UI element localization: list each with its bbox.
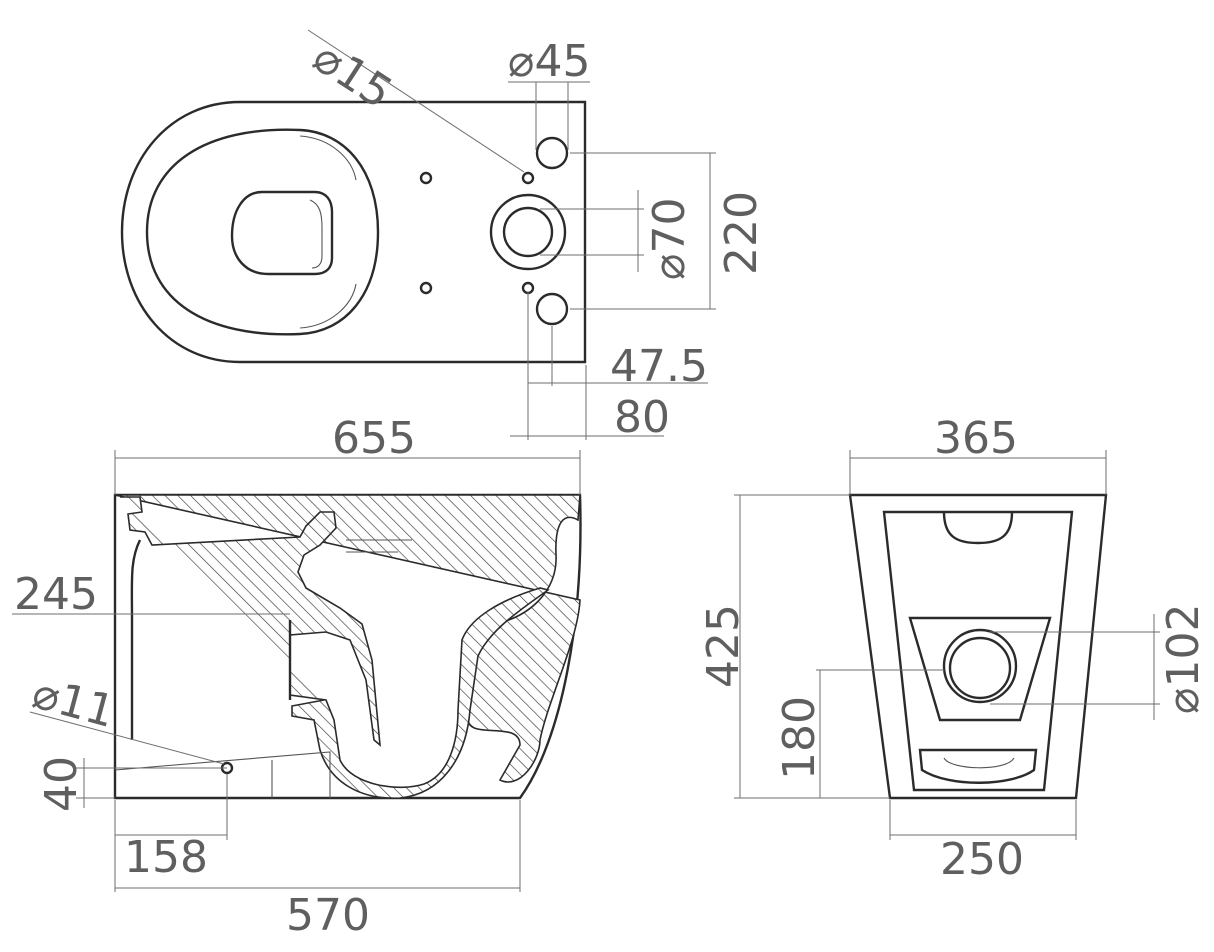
waste-outlet-inner	[502, 206, 554, 258]
foot-recess	[918, 748, 1038, 784]
rim-recess	[942, 511, 1014, 545]
side-dimensions	[12, 450, 581, 892]
inlet-dia-label: ⌀45	[508, 36, 590, 87]
fixing-hole	[521, 171, 535, 185]
outlet-dia-label: ⌀102	[1158, 604, 1209, 714]
section-hatch-inner	[120, 496, 550, 799]
waste-offset-label: 80	[614, 392, 670, 443]
floor-fixing	[114, 751, 331, 798]
fixing-hole	[521, 281, 535, 295]
outlet-height-label: 245	[14, 569, 98, 620]
waste-dia-label: ⌀70	[644, 198, 695, 280]
front-view: 365 425 ⌀102 180 250	[698, 413, 1209, 885]
fixing-offset-label: 158	[124, 832, 208, 883]
water-inlet	[535, 292, 569, 326]
waste-outlet-outer	[489, 193, 567, 271]
fixing-height-label: 40	[36, 756, 87, 812]
bowl-rim	[145, 128, 380, 336]
side-outline	[113, 493, 582, 800]
pipe-hole-dia-label: ⌀15	[304, 31, 401, 119]
fixing-hole	[419, 281, 433, 295]
base-width-label: 250	[940, 834, 1024, 885]
base-length-label: 570	[286, 890, 370, 941]
trapway-front	[908, 616, 1052, 722]
overall-length-label: 655	[332, 413, 416, 464]
inlet-spacing-label: 220	[716, 191, 767, 275]
bowl-well-inner	[309, 199, 323, 269]
rim-inner-curve	[299, 135, 357, 329]
outlet-height-label: 180	[774, 696, 825, 780]
front-outline	[848, 493, 1108, 800]
front-dimensions	[734, 450, 1160, 840]
overall-width-label: 365	[934, 413, 1018, 464]
bowl-well	[230, 190, 334, 276]
inlet-offset-label: 47.5	[610, 341, 708, 392]
foot-inner	[943, 757, 1015, 769]
waste-outlet-outer	[942, 628, 1018, 704]
water-inlet	[535, 136, 569, 170]
trapway	[130, 539, 292, 740]
overall-height-label: 425	[698, 604, 749, 688]
top-dimensions	[307, 29, 716, 440]
side-section-view: 655 245 ⌀11 40 158 570	[12, 413, 582, 941]
fixing-dia-label: ⌀11	[27, 667, 120, 738]
top-view: ⌀15 ⌀45 ⌀70 220 47.5 80	[120, 29, 767, 443]
section-hatch-rim	[114, 494, 581, 783]
front-inner-outline	[882, 510, 1074, 792]
bowl-outline	[120, 100, 587, 364]
fixing-hole	[419, 171, 433, 185]
waste-outlet-inner	[948, 636, 1012, 700]
